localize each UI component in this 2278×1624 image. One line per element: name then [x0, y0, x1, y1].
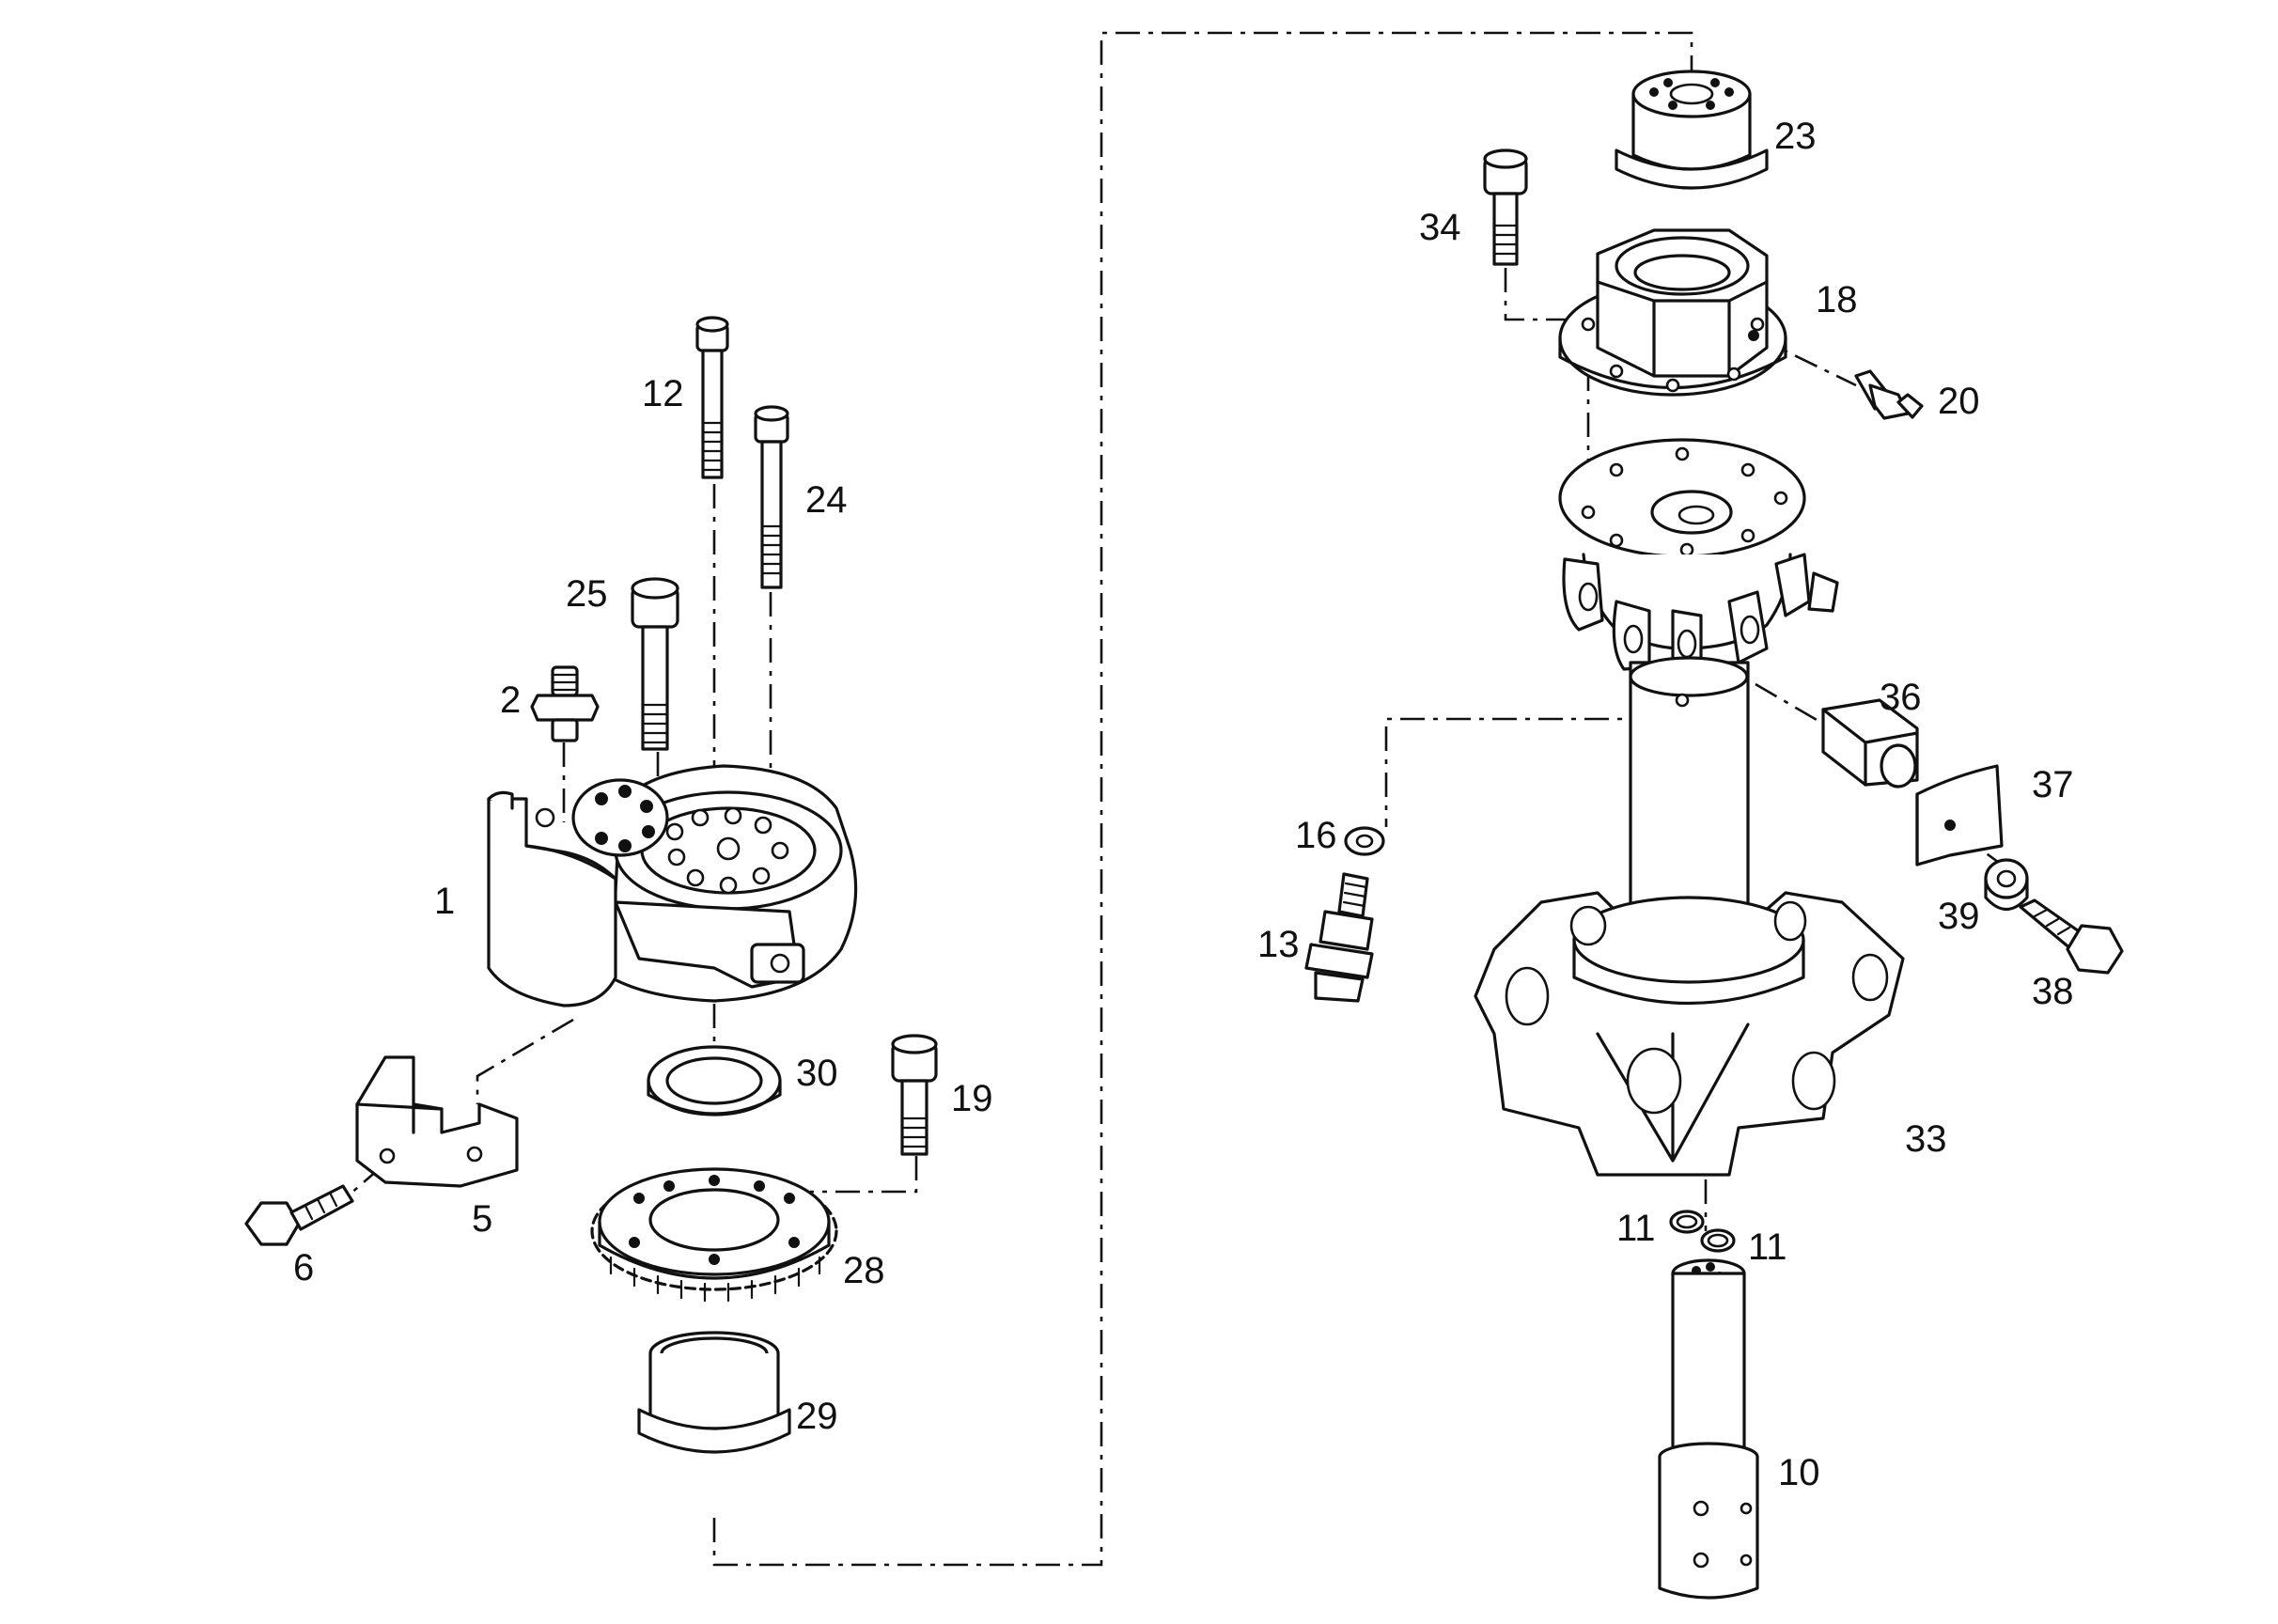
label-part-1: 1: [434, 881, 455, 922]
part-25-screw[interactable]: [631, 577, 679, 751]
label-part-6: 6: [293, 1247, 314, 1288]
label-part-29: 29: [796, 1396, 838, 1437]
part-16-washer[interactable]: [1344, 826, 1385, 856]
label-part-20: 20: [1938, 381, 1980, 422]
part-11-orings[interactable]: [1669, 1210, 1736, 1253]
part-2-fitting[interactable]: [530, 665, 600, 742]
part-36-block[interactable]: [1821, 698, 1919, 789]
part-28-sprocket[interactable]: [590, 1167, 838, 1303]
part-10-shaft[interactable]: [1658, 1258, 1759, 1600]
part-1-housing[interactable]: [487, 764, 858, 1007]
part-38-bolt[interactable]: [2019, 898, 2124, 975]
part-37-plate[interactable]: [1915, 764, 2004, 867]
label-part-25: 25: [566, 573, 608, 615]
label-part-33: 33: [1905, 1118, 1947, 1160]
label-part-38: 38: [2032, 971, 2074, 1012]
label-part-18: 18: [1816, 279, 1858, 320]
part-24-screw[interactable]: [754, 405, 789, 589]
leader-36: [1755, 682, 1824, 726]
part-5-clamp[interactable]: [355, 1055, 519, 1188]
main-connector-line: [712, 31, 1693, 1567]
part-19-screw[interactable]: [891, 1034, 938, 1156]
part-20-nipple[interactable]: [1854, 369, 1924, 420]
label-part-34: 34: [1419, 207, 1461, 248]
label-part-11-left: 11: [1616, 1208, 1656, 1249]
part-number-labels: 1 2 5 6 10 11 11 12 13 16 18 19 20 23 24…: [293, 116, 2074, 1493]
label-part-36: 36: [1880, 677, 1922, 718]
part-23-cap[interactable]: [1615, 70, 1769, 190]
part-33-column[interactable]: [1474, 438, 1905, 1177]
label-part-37: 37: [2032, 764, 2074, 805]
part-6-bolt[interactable]: [244, 1184, 354, 1246]
label-part-24: 24: [805, 479, 848, 521]
leader-5: [476, 1018, 574, 1104]
label-part-10: 10: [1778, 1452, 1820, 1493]
part-30-seal[interactable]: [647, 1045, 782, 1116]
leader-34: [1504, 268, 1588, 321]
leader-19: [810, 1156, 918, 1194]
part-12-screw[interactable]: [695, 316, 729, 479]
label-part-19: 19: [951, 1078, 993, 1119]
label-part-23: 23: [1774, 116, 1817, 157]
label-part-12: 12: [642, 373, 684, 414]
label-part-16: 16: [1295, 815, 1337, 856]
label-part-39: 39: [1938, 896, 1980, 937]
label-part-5: 5: [472, 1198, 492, 1240]
label-part-13: 13: [1257, 924, 1300, 965]
label-part-2: 2: [500, 679, 521, 721]
part-29-bushing[interactable]: [637, 1331, 791, 1454]
label-part-30: 30: [796, 1053, 838, 1094]
part-13-pin[interactable]: [1304, 872, 1374, 1003]
label-part-28: 28: [843, 1250, 885, 1291]
part-34-screw[interactable]: [1483, 148, 1528, 266]
part-18-flange[interactable]: [1558, 228, 1787, 397]
label-part-11-right: 11: [1748, 1226, 1787, 1268]
part-39-spacer[interactable]: [1984, 858, 2029, 912]
